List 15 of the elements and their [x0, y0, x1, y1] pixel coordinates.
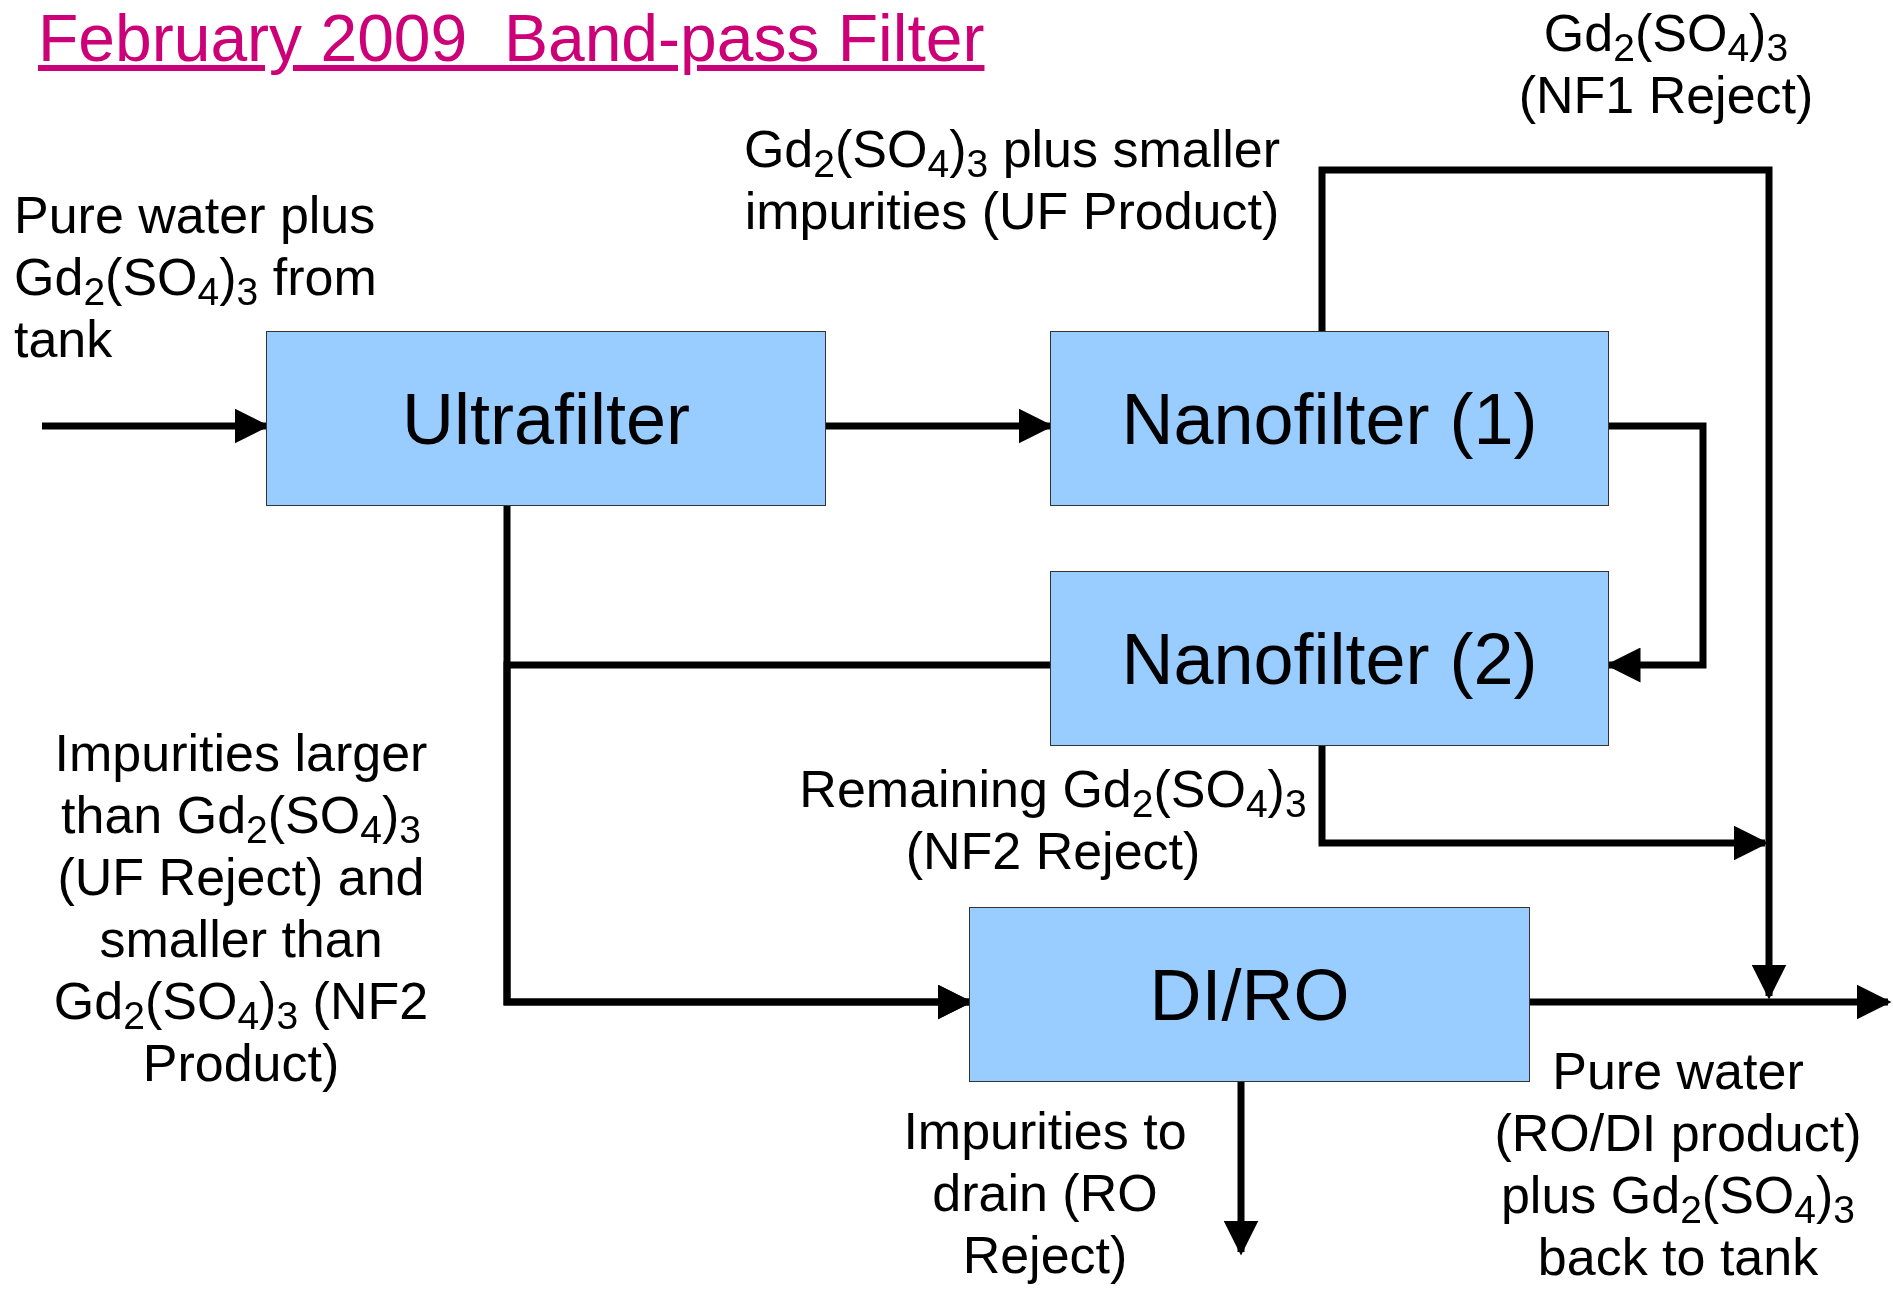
- flow-arrow: [1223, 1082, 1259, 1256]
- filter-box: Nanofilter (1): [1050, 331, 1609, 506]
- filter-box: Nanofilter (2): [1050, 571, 1609, 746]
- flow-arrow: [503, 661, 1050, 1020]
- title: February 2009 Band-pass Filter: [38, 0, 985, 76]
- stream-label: Gd$_{2}$(SO$_{4}$)$_{3}$ plus smaller impurities (UF Product): [742, 119, 1282, 242]
- flow-arrow: [1318, 746, 1769, 861]
- flow-arrow: [1318, 166, 1787, 1000]
- flow-arrow: [1530, 984, 1892, 1020]
- stream-label: Gd$_{2}$(SO$_{4}$)$_{3}$ (NF1 Reject): [1517, 3, 1815, 126]
- stream-label: Remaining Gd$_{2}$(SO$_{4}$)$_{3}$ (NF2 Reject): [798, 759, 1308, 882]
- filter-box: Ultrafilter: [266, 331, 826, 506]
- filter-box: DI/RO: [969, 907, 1530, 1082]
- stream-label: Impurities larger than Gd$_{2}$(SO$_{4}$)$_{3}$ (UF Reject) and smaller than Gd$_{2}$(SO$_{4}$)$_{3}$ (NF2 Product): [52, 723, 430, 1094]
- stream-label: Impurities to drain (RO Reject): [902, 1101, 1188, 1286]
